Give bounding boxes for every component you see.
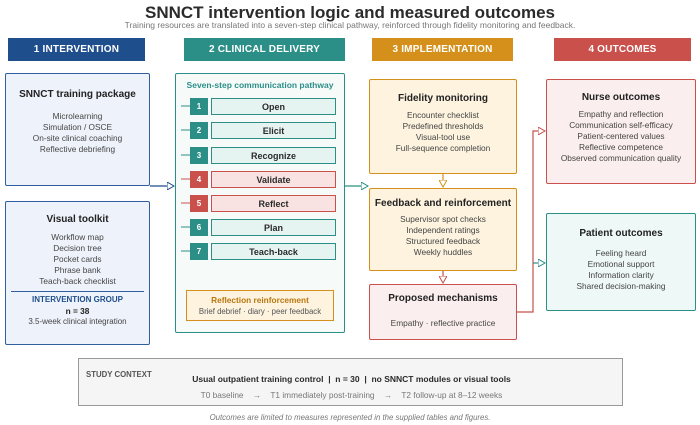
patient-outcomes-list: Feeling heard Emotional support Informat… — [547, 248, 695, 292]
header-implementation: 3 IMPLEMENTATION — [372, 38, 513, 61]
list-item: Phrase bank — [54, 265, 101, 275]
visual-toolkit-title: Visual toolkit — [46, 214, 109, 225]
step-number: 6 — [190, 219, 208, 236]
nurse-outcomes-title: Nurse outcomes — [581, 92, 661, 103]
header-outcomes: 4 OUTCOMES — [554, 38, 691, 61]
list-item: Decision tree — [53, 243, 102, 253]
header-clinical-delivery: 2 CLINICAL DELIVERY — [184, 38, 345, 61]
step-number: 5 — [190, 195, 208, 212]
list-item: Teach-back checklist — [39, 276, 116, 286]
reflection-text: Brief debrief · diary · peer feedback — [198, 307, 322, 316]
step-number: 3 — [190, 147, 208, 164]
list-item: Workflow map — [51, 232, 104, 242]
feedback-reinforcement-list: Supervisor spot checks Independent ratin… — [370, 214, 516, 258]
timepoint-t0: T0 baseline — [200, 390, 244, 400]
pathway-title: Seven-step communication pathway — [186, 80, 334, 90]
list-item: Full-sequence completion — [395, 143, 491, 153]
list-item: Weekly huddles — [413, 247, 473, 257]
step-label: Reflect — [211, 195, 336, 212]
patient-outcomes-title: Patient outcomes — [579, 228, 663, 239]
study-context-box: STUDY CONTEXT Usual outpatient training … — [78, 358, 623, 406]
feedback-reinforcement-title: Feedback and reinforcement — [374, 198, 512, 209]
intervention-group-label: INTERVENTION GROUP — [32, 295, 123, 304]
pathway-step-teach-back: 7 Teach-back — [190, 243, 336, 260]
feedback-reinforcement-box: Feedback and reinforcement Supervisor sp… — [369, 188, 517, 271]
patient-outcomes-box: Patient outcomes Feeling heard Emotional… — [546, 213, 696, 311]
pathway-step-recognize: 3 Recognize — [190, 147, 336, 164]
footnote: Outcomes are limited to measures represe… — [209, 413, 491, 422]
arrow-right-icon: → — [383, 390, 393, 400]
list-item: Reflective debriefing — [39, 144, 116, 154]
list-item: Encounter checklist — [407, 110, 479, 120]
pathway-step-validate: 4 Validate — [190, 171, 336, 188]
proposed-mechanisms-text: Empathy · reflective practice — [390, 318, 496, 328]
list-item: Communication self-efficacy — [569, 120, 673, 130]
nurse-outcomes-box: Nurse outcomes Empathy and reflection Co… — [546, 79, 696, 184]
control-group-description: Usual outpatient training control | n = … — [192, 374, 511, 384]
step-label: Teach-back — [211, 243, 336, 260]
list-item: Empathy and reflection — [578, 109, 664, 119]
list-item: On-site clinical coaching — [32, 133, 123, 143]
visual-toolkit-list: Workflow map Decision tree Pocket cards … — [6, 232, 149, 287]
list-item: Visual-tool use — [415, 132, 471, 142]
fidelity-monitoring-title: Fidelity monitoring — [398, 93, 488, 104]
training-package-list: Microlearning Simulation / OSCE On-site … — [6, 111, 149, 155]
training-package-title: SNNCT training package — [19, 89, 136, 100]
timepoint-t1: T1 immediately post-training — [270, 390, 375, 400]
step-number: 4 — [190, 171, 208, 188]
step-label: Elicit — [211, 122, 336, 139]
fidelity-monitoring-box: Fidelity monitoring Encounter checklist … — [369, 79, 517, 174]
intervention-group-duration: 3.5-week clinical integration — [28, 317, 127, 326]
step-label: Plan — [211, 219, 336, 236]
page-title: SNNCT intervention logic and measured ou… — [145, 3, 555, 22]
pathway-step-reflect: 5 Reflect — [190, 195, 336, 212]
arrow-mechanisms-to-nurse-outcomes — [517, 131, 545, 313]
nurse-outcomes-list: Empathy and reflection Communication sel… — [547, 109, 695, 164]
step-number: 1 — [190, 98, 208, 115]
timeline: T0 baseline → T1 immediately post-traini… — [79, 390, 624, 400]
training-package-box: SNNCT training package Microlearning Sim… — [5, 73, 150, 186]
step-label: Recognize — [211, 147, 336, 164]
visual-toolkit-box: Visual toolkit Workflow map Decision tre… — [5, 201, 150, 345]
study-context-label: STUDY CONTEXT — [86, 370, 152, 379]
step-label: Validate — [211, 171, 336, 188]
step-number: 2 — [190, 122, 208, 139]
list-item: Structured feedback — [405, 236, 481, 246]
list-item: Supervisor spot checks — [400, 214, 486, 224]
page-subtitle: Training resources are translated into a… — [124, 20, 576, 30]
proposed-mechanisms-title: Proposed mechanisms — [388, 293, 498, 304]
list-item: Microlearning — [52, 111, 103, 121]
fidelity-monitoring-list: Encounter checklist Predefined threshold… — [370, 110, 516, 154]
reflection-reinforcement-box: Reflection reinforcement Brief debrief ·… — [186, 290, 334, 321]
list-item: Reflective competence — [579, 142, 663, 152]
list-item: Independent ratings — [406, 225, 480, 235]
timepoint-t2: T2 follow-up at 8–12 weeks — [401, 390, 503, 400]
pathway-step-plan: 6 Plan — [190, 219, 336, 236]
pathway-step-open: 1 Open — [190, 98, 336, 115]
list-item: Observed communication quality — [560, 153, 682, 163]
step-label: Open — [211, 98, 336, 115]
list-item: Feeling heard — [595, 248, 647, 258]
list-item: Predefined thresholds — [402, 121, 484, 131]
pathway-step-elicit: 2 Elicit — [190, 122, 336, 139]
list-item: Information clarity — [588, 270, 654, 280]
step-number: 7 — [190, 243, 208, 260]
header-intervention: 1 INTERVENTION — [8, 38, 145, 61]
reflection-title: Reflection reinforcement — [211, 295, 309, 305]
intervention-group-n: n = 38 — [65, 306, 90, 316]
group-divider — [11, 291, 144, 292]
proposed-mechanisms-box: Proposed mechanisms Empathy · reflective… — [369, 284, 517, 340]
arrow-right-icon: → — [252, 390, 262, 400]
list-item: Simulation / OSCE — [42, 122, 113, 132]
list-item: Pocket cards — [53, 254, 102, 264]
list-item: Patient-centered values — [577, 131, 665, 141]
list-item: Emotional support — [587, 259, 655, 269]
list-item: Shared decision-making — [576, 281, 666, 291]
